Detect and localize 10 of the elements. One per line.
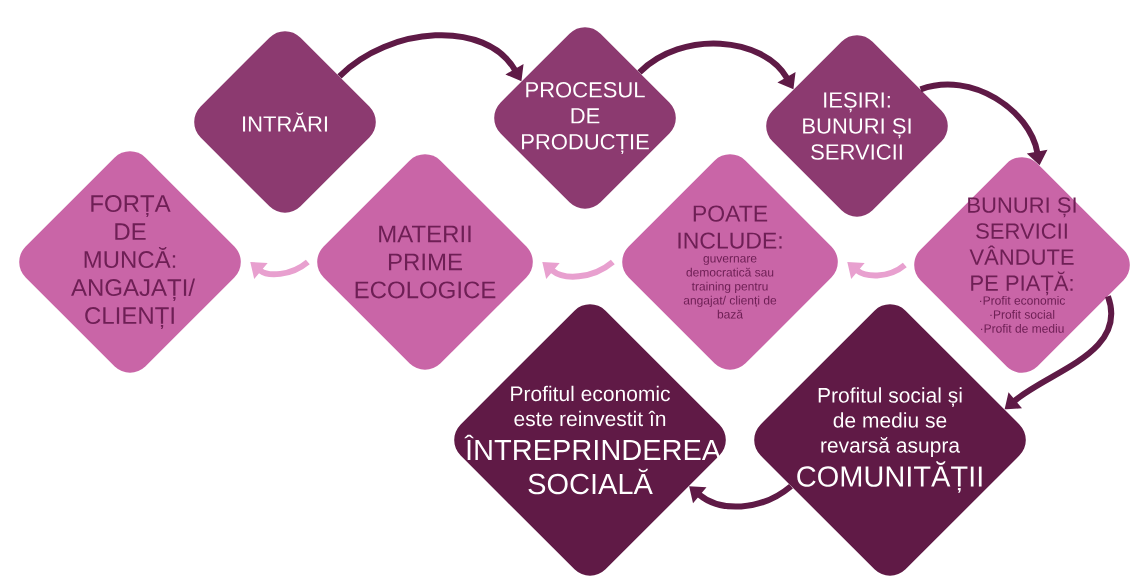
curved-arrow [847,262,907,280]
diamond-box: IEȘIRI: BUNURI ȘI SERVICII [766,35,948,217]
diamond-box: PROCESUL DE PRODUCȚIE [494,27,676,209]
curved-arrow [542,259,615,280]
diamond-box: BUNURI ȘI SERVICII VÂNDUTE PE PIAȚĂ: ·Profit economic ·Profit social ·Profit de mediu [914,157,1130,373]
diamond-box: INTRĂRI [194,31,376,213]
diamond-box: MATERII PRIME ECOLOGICE [317,154,533,370]
diamond-box: FORȚA DE MUNCĂ: ANGAJAȚI/ CLIENȚI [19,151,241,373]
curved-arrow [689,483,793,510]
curved-arrow [250,259,310,280]
